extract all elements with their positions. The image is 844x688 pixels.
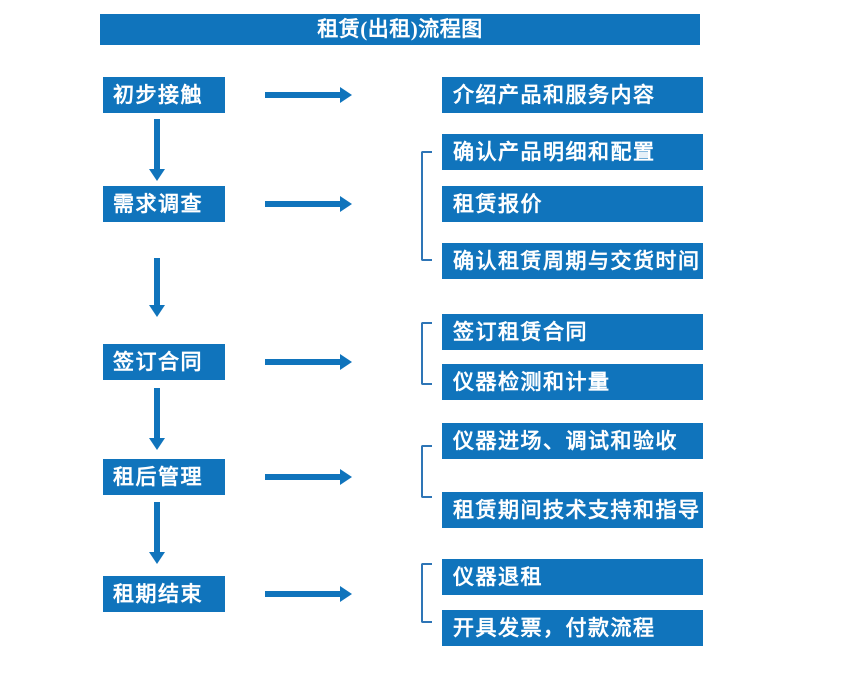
- page-title: 租赁(出租)流程图: [100, 14, 700, 45]
- down-arrow-2: [154, 258, 160, 305]
- detail-box-sign-rental-contract: 签订租赁合同: [442, 314, 703, 350]
- detail-box-instrument-testing-calibration: 仪器检测和计量: [442, 364, 703, 400]
- right-arrow-3: [265, 359, 340, 365]
- group-bracket-sign-contract: [421, 322, 432, 385]
- down-arrow-4: [154, 502, 160, 552]
- stage-box-demand-survey: 需求调查: [103, 186, 225, 222]
- stage-box-initial-contact: 初步接触: [103, 77, 225, 113]
- right-arrow-1: [265, 92, 340, 98]
- detail-box-intro-products-services: 介绍产品和服务内容: [442, 77, 703, 113]
- down-arrow-1: [154, 119, 160, 169]
- right-arrow-4: [265, 474, 340, 480]
- right-arrow-2: [265, 201, 340, 207]
- stage-box-sign-contract: 签订合同: [103, 344, 225, 380]
- detail-box-instrument-setup-acceptance: 仪器进场、调试和验收: [442, 423, 703, 459]
- group-bracket-post-management: [421, 445, 432, 498]
- detail-box-invoicing-payment: 开具发票，付款流程: [442, 610, 703, 646]
- down-arrow-3: [154, 388, 160, 438]
- detail-box-rental-quotation: 租赁报价: [442, 186, 703, 222]
- group-bracket-rental-end: [421, 563, 432, 623]
- group-bracket-demand-survey: [421, 151, 432, 261]
- stage-box-rental-end: 租期结束: [103, 576, 225, 612]
- right-arrow-5: [265, 591, 340, 597]
- detail-box-confirm-product-details: 确认产品明细和配置: [442, 134, 703, 170]
- detail-box-confirm-rental-period-delivery: 确认租赁周期与交货时间: [442, 243, 703, 279]
- detail-box-instrument-return: 仪器退租: [442, 559, 703, 595]
- stage-box-post-rental-management: 租后管理: [103, 459, 225, 495]
- detail-box-technical-support-during-rental: 租赁期间技术支持和指导: [442, 492, 703, 528]
